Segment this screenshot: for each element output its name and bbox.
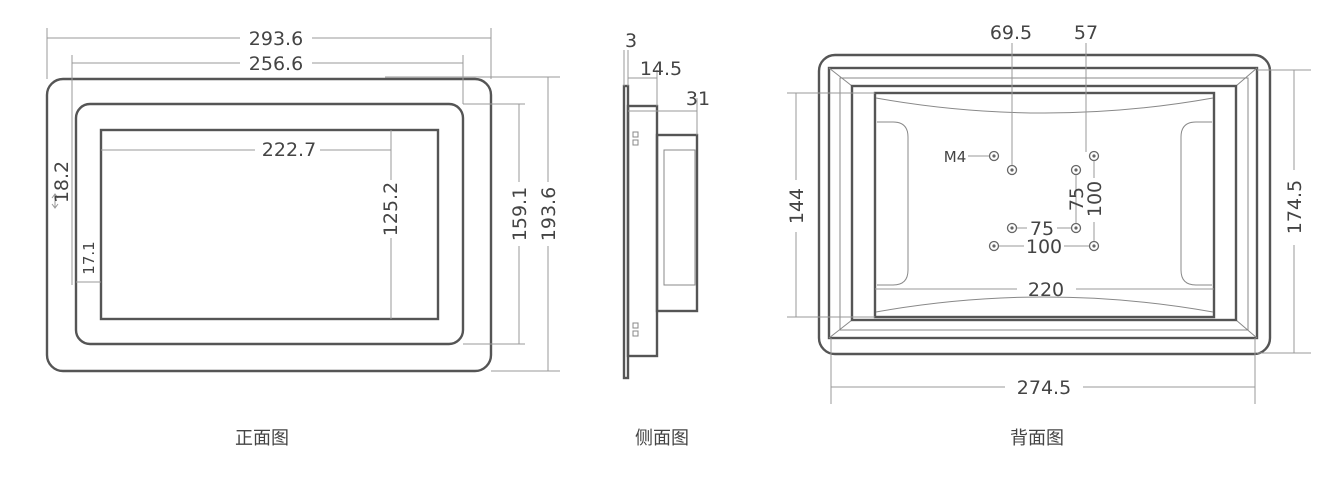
- side-view: 3 14.5 31 侧面图: [622, 30, 710, 449]
- dim-hole-offset-1: 69.5: [990, 22, 1032, 44]
- front-screen: [99, 128, 440, 321]
- mount-holes: [988, 150, 1100, 252]
- front-bezel: [74, 102, 465, 346]
- mount-hole: [1070, 164, 1082, 176]
- side-bracket: [655, 133, 699, 313]
- dim-screen-height: 125.2: [380, 182, 402, 236]
- dim-body-depth: 14.5: [640, 58, 682, 80]
- dim-bezel-height: 159.1: [509, 187, 531, 241]
- dim-cutout-height: 144: [786, 188, 808, 224]
- mount-hole: [988, 150, 1000, 162]
- front-view-caption: 正面图: [235, 428, 289, 449]
- dim-back-overall-height: 174.5: [1284, 180, 1306, 234]
- back-view-caption: 背面图: [1010, 428, 1064, 449]
- mount-hole: [1070, 222, 1082, 234]
- side-body: [626, 104, 659, 358]
- front-outer-frame: [45, 77, 493, 373]
- dim-thread: M4: [944, 148, 967, 166]
- dim-side-margin: 17.1: [80, 241, 98, 274]
- side-connector-top: [632, 131, 639, 138]
- mount-hole: [1006, 222, 1018, 234]
- dim-overall-width: 293.6: [249, 28, 303, 50]
- back-view: 69.5 57 M4 75 100 75 100 144 220: [786, 22, 1311, 449]
- side-view-caption: 侧面图: [635, 428, 689, 449]
- mount-hole: [1088, 240, 1100, 252]
- back-outer-frame: [817, 53, 1272, 356]
- dim-panel-thickness: 3: [625, 30, 637, 52]
- mount-hole: [988, 240, 1000, 252]
- dim-overall-height: 193.6: [538, 187, 560, 241]
- dim-vesa-small-h: 75: [1030, 218, 1054, 240]
- dim-vesa-large-h: 100: [1026, 236, 1062, 258]
- dim-bezel-width: 256.6: [249, 53, 303, 75]
- dim-total-depth: 31: [686, 88, 710, 110]
- back-inner-frame: [827, 66, 1259, 340]
- mount-hole: [1088, 150, 1100, 162]
- mount-hole: [1006, 164, 1018, 176]
- front-view: 293.6 256.6 222.7 125.2 159.1 193.6 18.2: [45, 28, 560, 449]
- dim-vesa-large-v: 100: [1084, 181, 1106, 217]
- dim-screen-width: 222.7: [262, 139, 316, 161]
- dim-top-margin: 18.2: [51, 161, 73, 203]
- side-connector-bottom: [632, 322, 639, 329]
- dim-cutout-width: 220: [1028, 279, 1064, 301]
- back-mid-frame: [850, 84, 1238, 322]
- dim-hole-offset-2: 57: [1074, 22, 1098, 44]
- back-cutout: [873, 91, 1216, 319]
- dim-back-overall-width: 274.5: [1017, 377, 1071, 399]
- dim-vesa-small-v: 75: [1066, 187, 1088, 211]
